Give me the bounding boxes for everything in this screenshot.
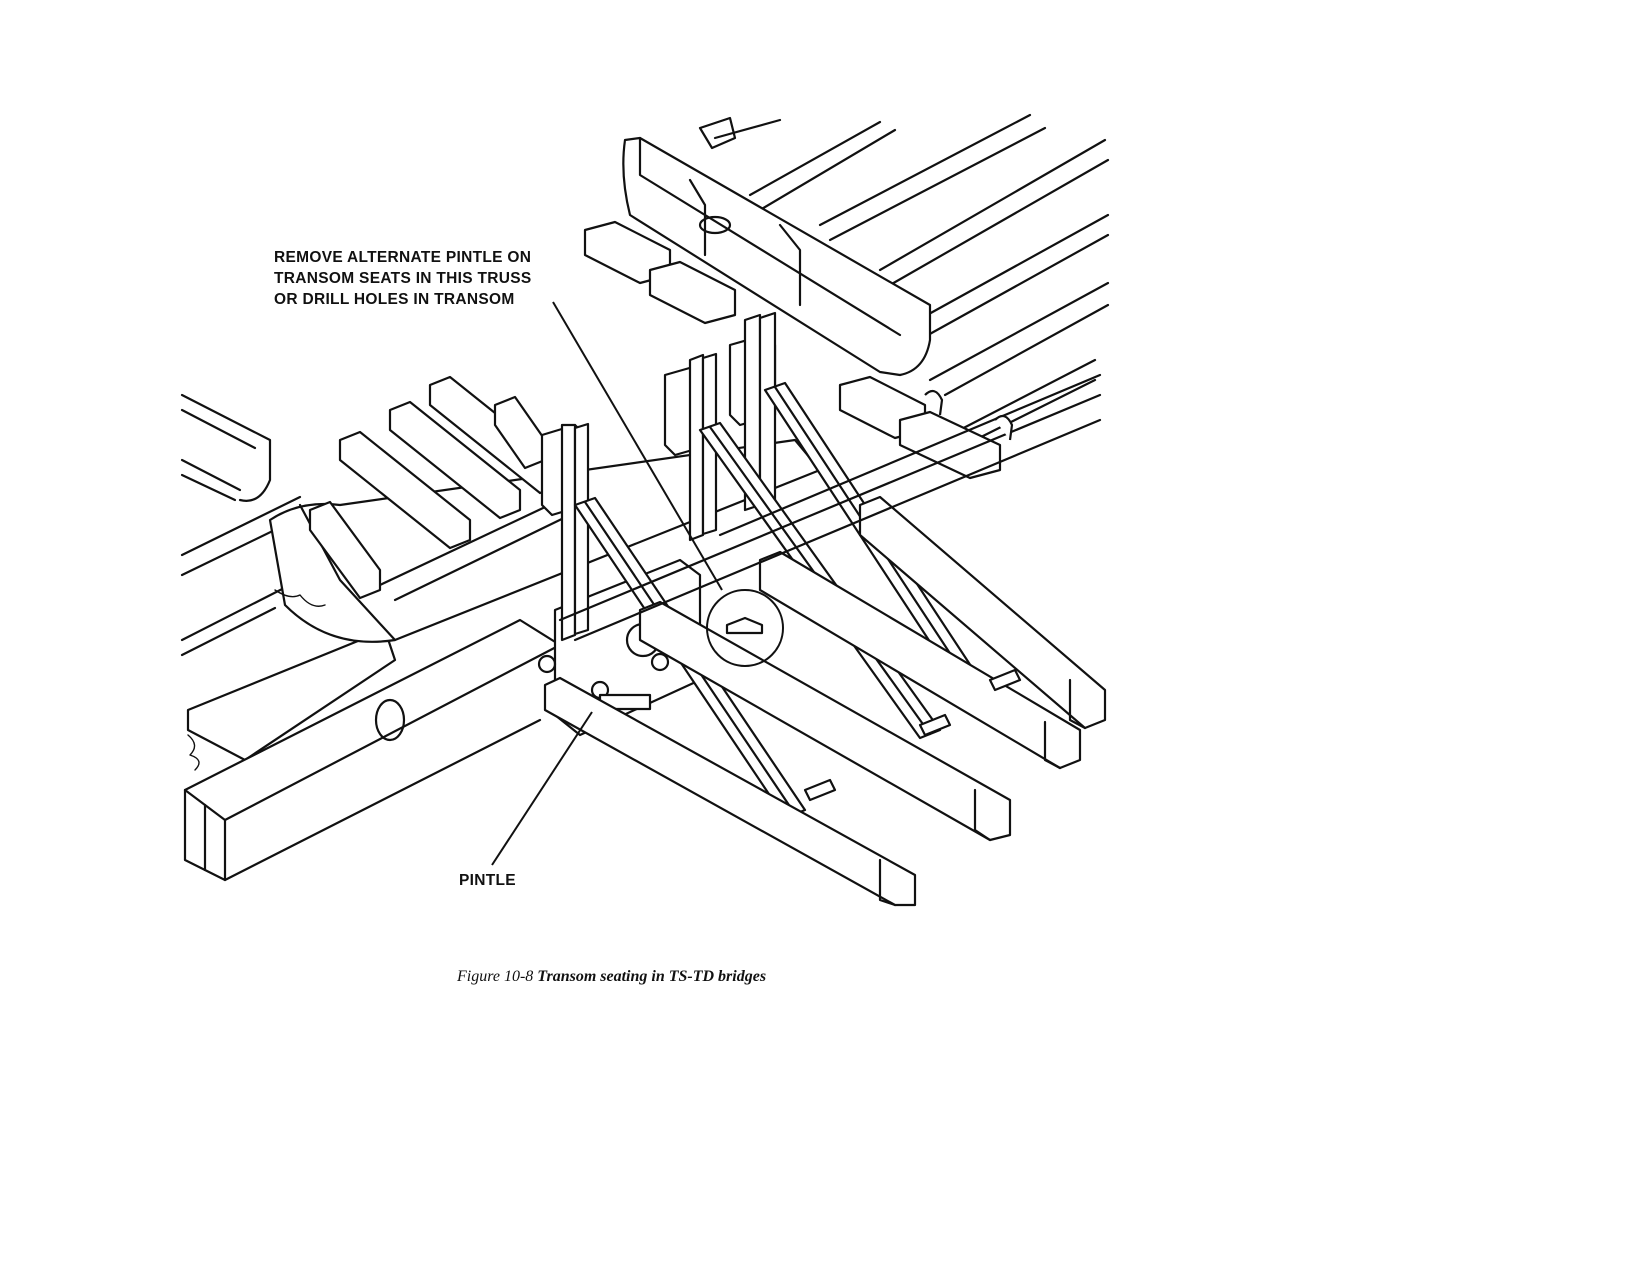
ribbon-guard-rail [622,116,932,377]
clamp-fittings [803,389,1022,802]
remove-alternate-pintle-callout: REMOVE ALTERNATE PINTLE ON TRANSOM SEATS… [274,249,532,308]
figure-caption-number: Figure 10-8 [457,968,538,985]
note-leader-line [552,301,723,591]
channel-members-left [308,375,562,600]
callout-leaders [491,301,784,866]
pintle-callout: PINTLE [459,872,516,889]
vertical-posts [540,311,777,642]
truss-channels-lower [543,495,1107,907]
figure-caption-title: Transom seating in TS-TD bridges [537,968,767,985]
transom-seat-blocks [583,220,1002,480]
pintle-leader-line [491,711,593,866]
detail-circle [706,589,784,667]
transom-beam [268,438,822,643]
decking-left [180,393,397,771]
decking-upper-right [713,113,1110,447]
figure-caption: Figure 10-8 Transom seating in TS-TD bri… [449,950,766,986]
